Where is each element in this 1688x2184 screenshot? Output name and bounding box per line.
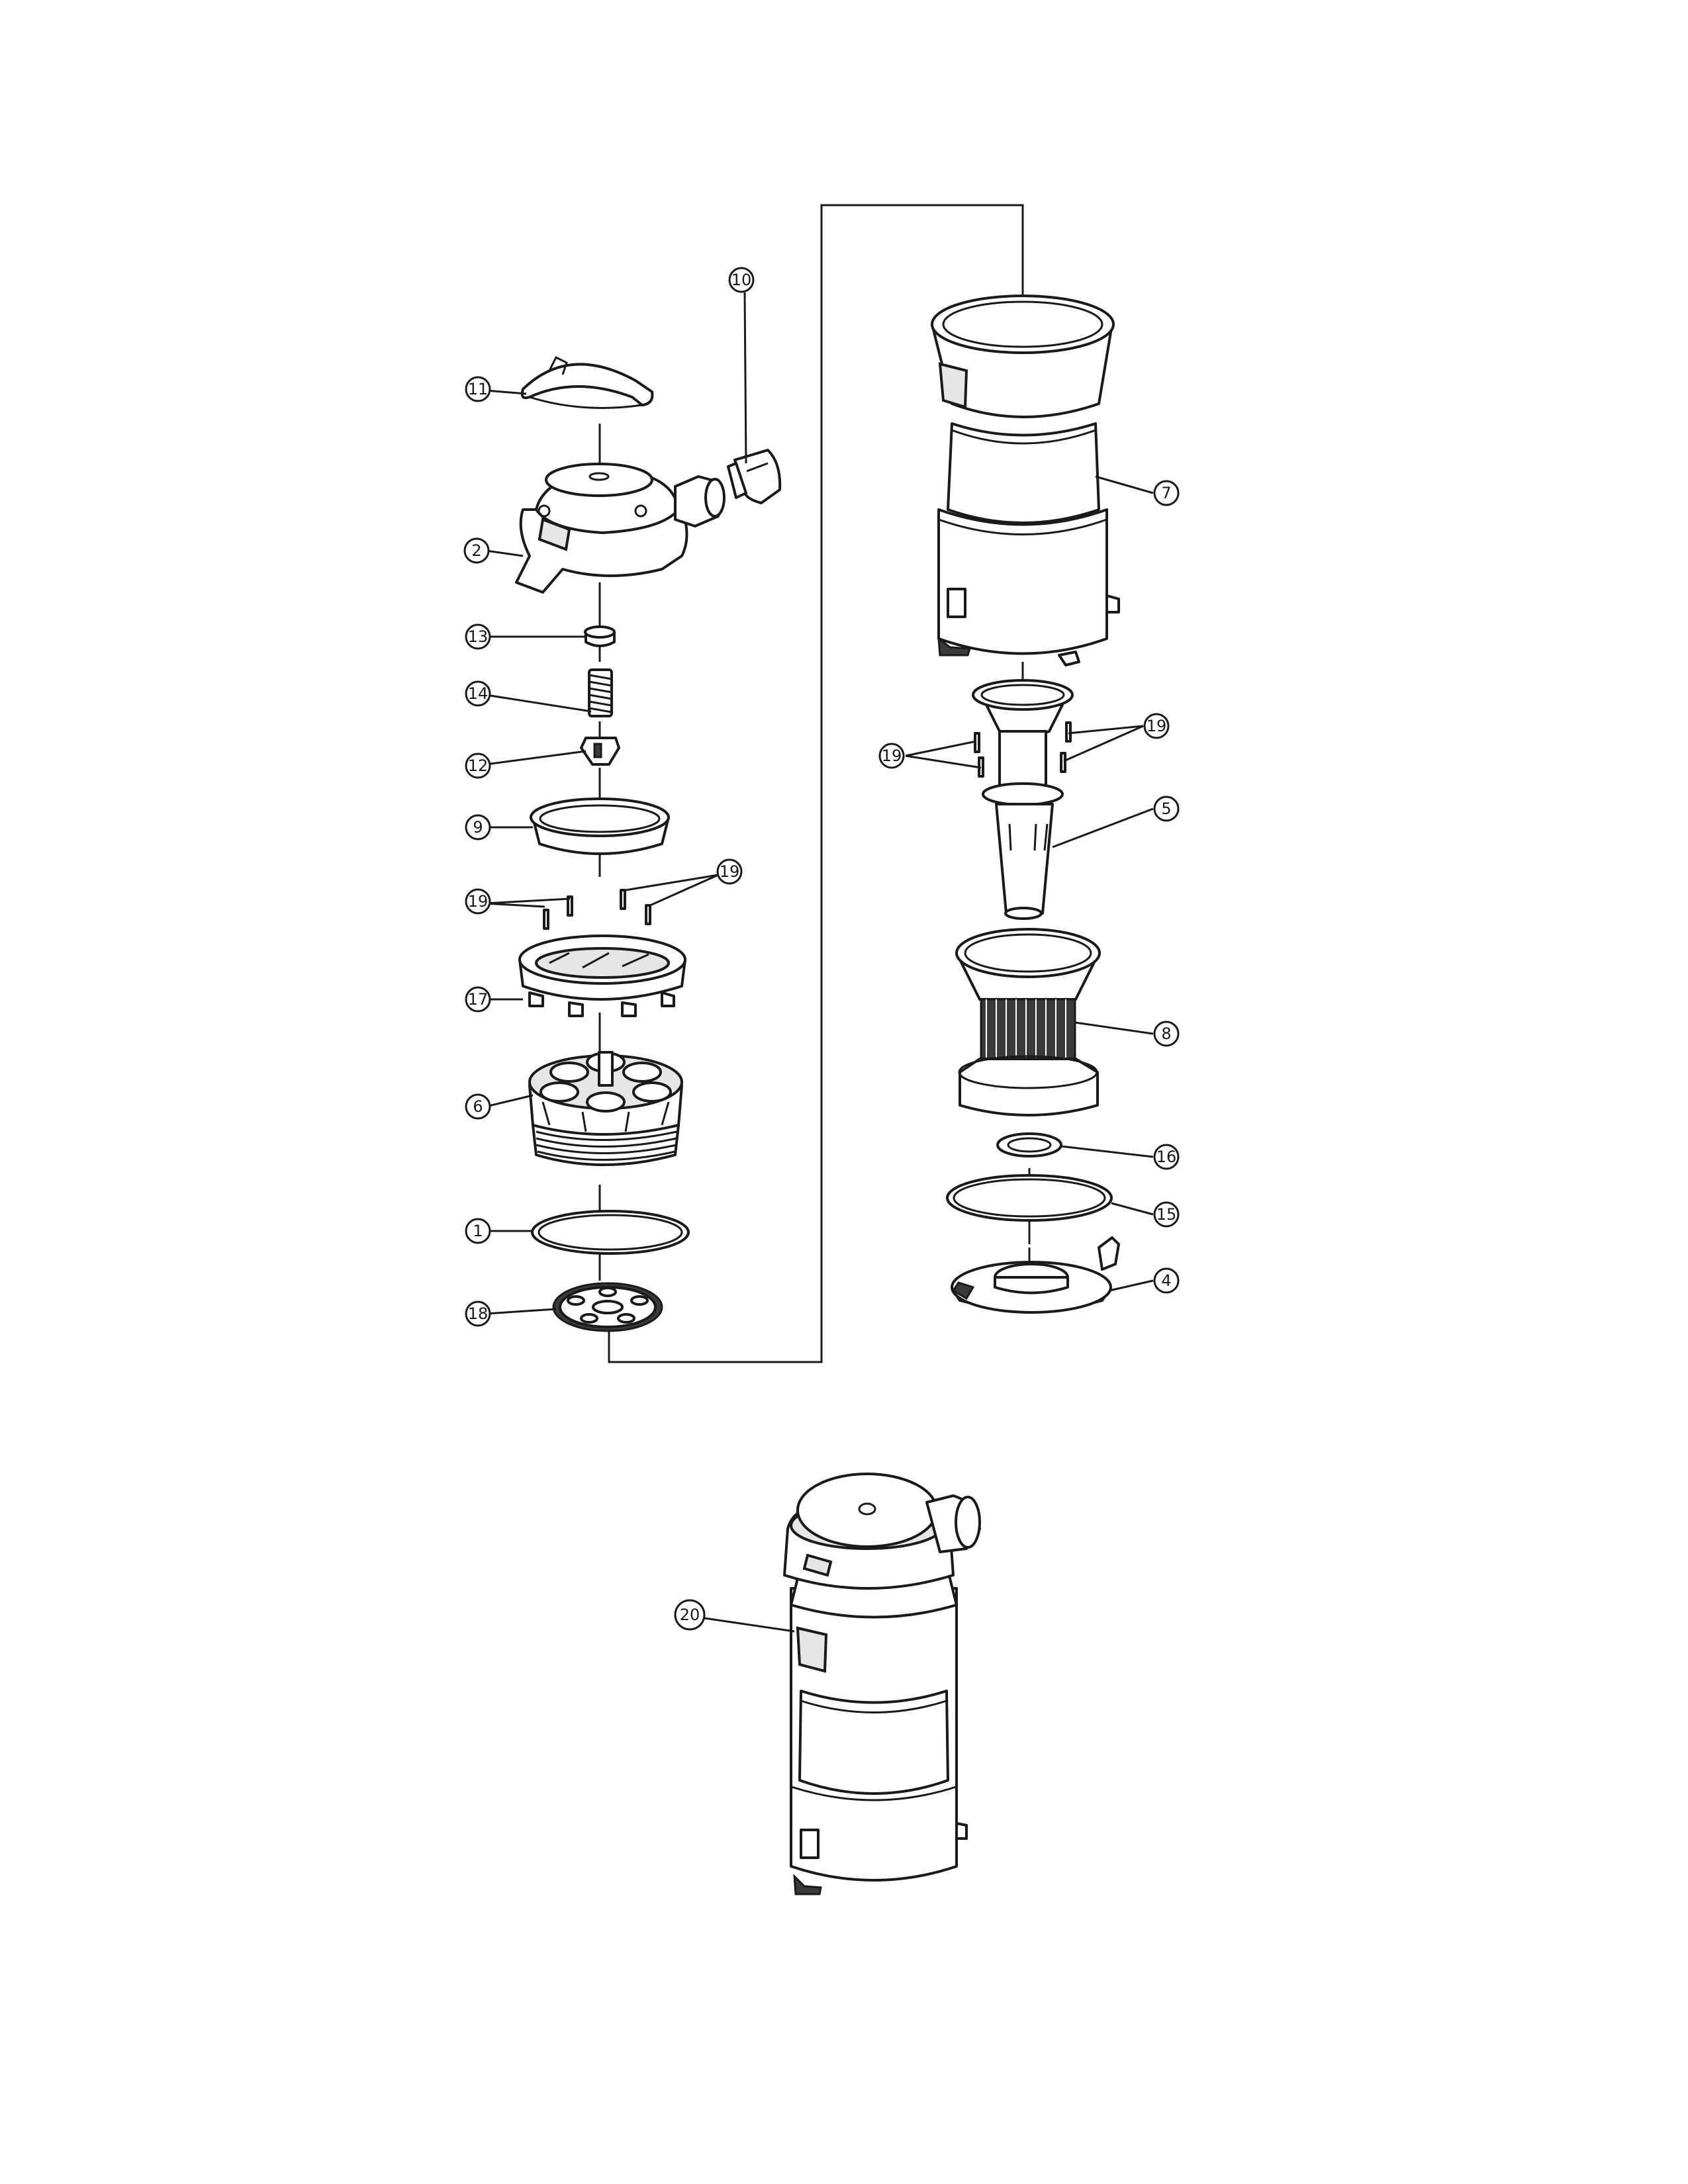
part-9-ring xyxy=(530,797,670,855)
svg-text:8: 8 xyxy=(1161,1024,1171,1043)
part-6-cyclone-pack xyxy=(528,1051,683,1166)
callout-6: 6 xyxy=(465,1093,491,1120)
svg-text:1: 1 xyxy=(473,1222,483,1240)
part-1-gasket xyxy=(531,1210,690,1255)
part-15-gasket xyxy=(946,1174,1113,1222)
part-16-seal-ring xyxy=(996,1132,1062,1158)
callout-14: 14 xyxy=(465,680,491,707)
svg-text:19: 19 xyxy=(468,892,489,911)
callout-13: 13 xyxy=(465,623,491,650)
callout-10: 10 xyxy=(728,267,755,293)
callout-12: 12 xyxy=(465,752,491,779)
svg-text:15: 15 xyxy=(1156,1205,1177,1224)
callout-19-left: 19 xyxy=(465,888,491,915)
part-17-cyclone-frame xyxy=(518,934,686,1017)
svg-text:7: 7 xyxy=(1161,484,1171,502)
svg-text:20: 20 xyxy=(680,1606,700,1624)
svg-text:14: 14 xyxy=(468,684,489,703)
callout-20: 20 xyxy=(674,1599,706,1631)
callout-19-right-left: 19 xyxy=(878,743,905,769)
svg-text:5: 5 xyxy=(1161,799,1171,818)
svg-text:2: 2 xyxy=(471,541,481,560)
part-8-filter xyxy=(955,928,1101,1116)
part-20-full-assembly xyxy=(783,1473,981,1895)
svg-text:12: 12 xyxy=(468,756,489,775)
part-14-spring xyxy=(588,668,613,717)
callout-8: 8 xyxy=(1153,1021,1180,1047)
leader-lines xyxy=(484,292,1154,1633)
callout-19-left-right: 19 xyxy=(716,858,743,885)
svg-text:10: 10 xyxy=(731,271,752,289)
part-7-dust-bin xyxy=(931,295,1120,666)
callout-11: 11 xyxy=(465,376,491,402)
svg-text:19: 19 xyxy=(1147,717,1167,735)
part-10-duct-elbow xyxy=(727,449,782,504)
svg-text:16: 16 xyxy=(1156,1148,1177,1166)
callout-17: 17 xyxy=(465,986,491,1013)
part-11-clip-ring xyxy=(520,355,654,409)
svg-text:18: 18 xyxy=(468,1304,489,1323)
callout-9: 9 xyxy=(465,814,491,841)
part-12-clip xyxy=(580,737,620,766)
assembly-connector-bracket xyxy=(608,204,1024,1363)
svg-text:4: 4 xyxy=(1161,1271,1171,1290)
svg-text:17: 17 xyxy=(468,990,489,1009)
part-18-filter-disc xyxy=(552,1282,663,1332)
svg-text:19: 19 xyxy=(720,862,740,881)
part-4-bin-lid xyxy=(951,1236,1120,1314)
svg-text:9: 9 xyxy=(473,818,483,837)
callout-15: 15 xyxy=(1153,1201,1180,1228)
callout-1: 1 xyxy=(465,1218,491,1244)
svg-text:13: 13 xyxy=(468,627,489,646)
part-13-cap xyxy=(584,625,616,647)
svg-text:19: 19 xyxy=(882,747,902,765)
callout-2: 2 xyxy=(463,537,490,564)
callout-16: 16 xyxy=(1153,1144,1180,1170)
callout-19-right: 19 xyxy=(1143,713,1170,739)
callout-18: 18 xyxy=(465,1300,491,1327)
callout-5: 5 xyxy=(1153,796,1180,822)
callout-4: 4 xyxy=(1153,1267,1180,1294)
callout-7: 7 xyxy=(1153,480,1180,506)
part-5-shroud xyxy=(972,679,1074,920)
part-19-screws-left xyxy=(543,889,651,930)
part-2-cyclone-cover xyxy=(515,463,726,594)
svg-text:6: 6 xyxy=(473,1097,483,1116)
svg-text:11: 11 xyxy=(468,380,489,398)
